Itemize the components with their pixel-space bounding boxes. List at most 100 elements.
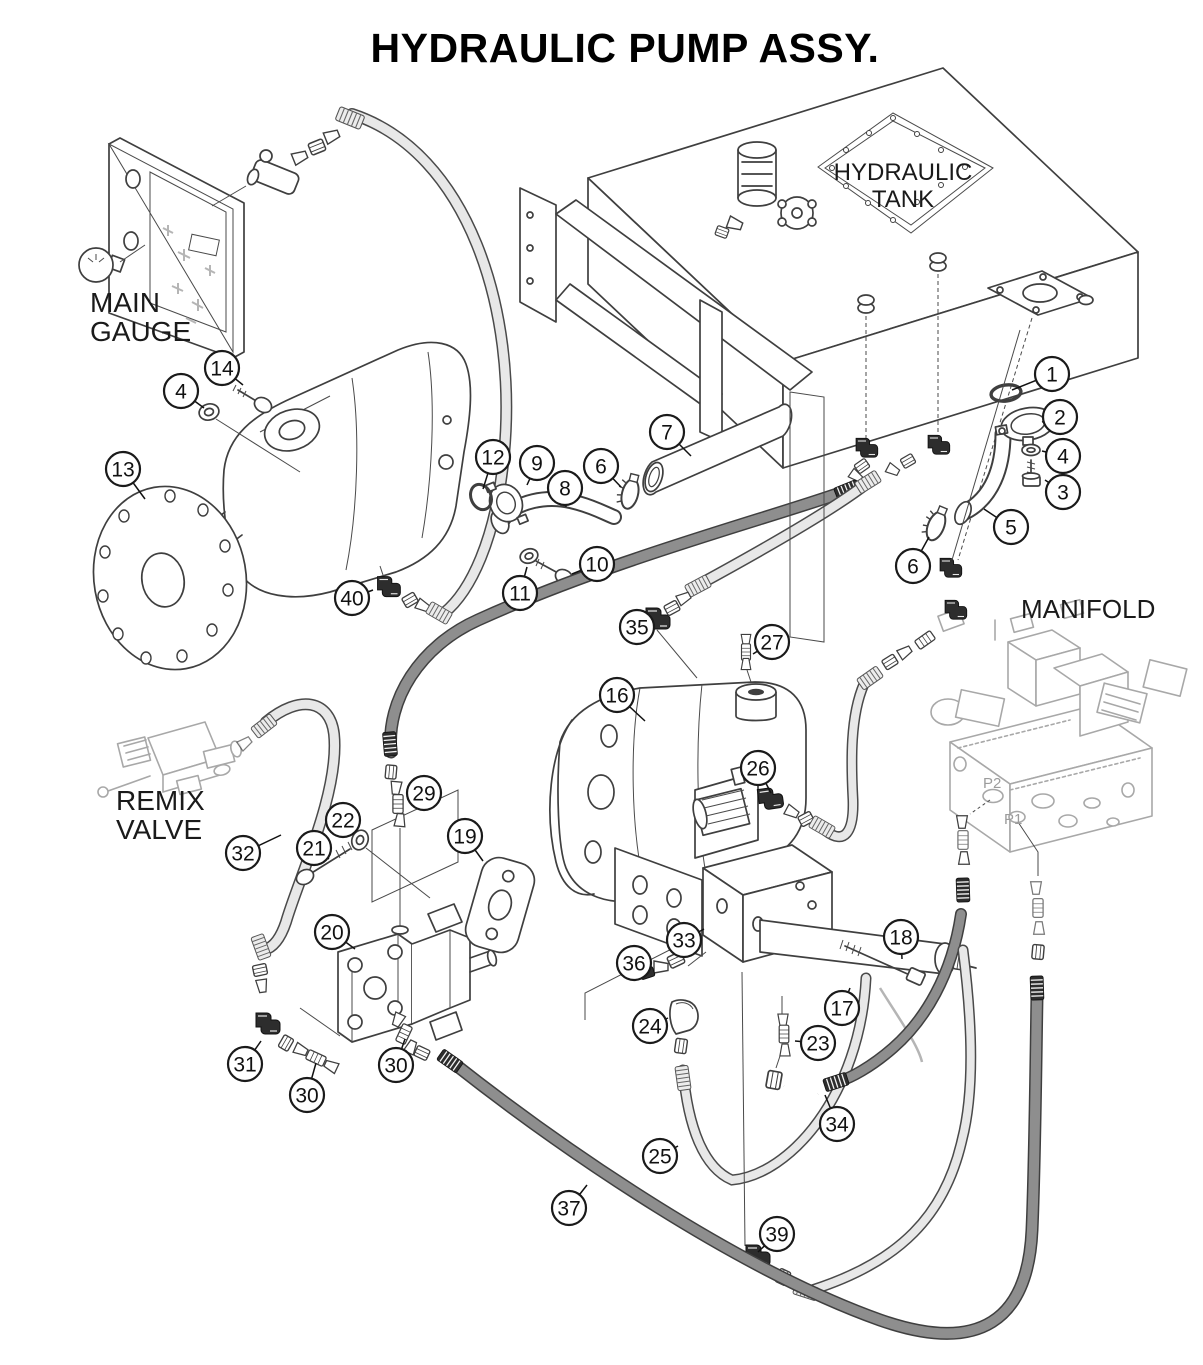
svg-text:39: 39 xyxy=(765,1223,788,1246)
fitting-29 xyxy=(384,764,407,860)
callout-19: 19 xyxy=(446,817,484,862)
gauge-icon xyxy=(78,244,146,283)
svg-text:33: 33 xyxy=(672,929,695,952)
callout-10: 10 xyxy=(571,545,616,583)
hose-39 xyxy=(741,944,977,1302)
tank-port-elbow-left xyxy=(855,437,879,458)
label-remix: REMIX xyxy=(116,785,205,816)
callout-39: 39 xyxy=(757,1215,796,1253)
svg-text:27: 27 xyxy=(760,631,783,654)
svg-text:29: 29 xyxy=(412,782,435,805)
callout-29: 29 xyxy=(405,774,443,812)
labels-layer: MAINGAUGEHYDRAULICTANKMANIFOLDREMIXVALVE… xyxy=(90,159,1155,845)
callout-2: 2 xyxy=(1041,398,1079,436)
bolt-14 xyxy=(232,384,273,414)
svg-text:21: 21 xyxy=(302,837,325,860)
svg-text:18: 18 xyxy=(889,926,912,949)
o-ring-12 xyxy=(469,482,493,512)
callout-6: 6 xyxy=(582,447,622,488)
label-gauge: GAUGE xyxy=(90,316,191,347)
callout-36: 36 xyxy=(615,944,653,982)
callout-14: 14 xyxy=(203,349,244,387)
svg-text:6: 6 xyxy=(595,455,607,478)
hydraulic-tank xyxy=(519,67,1139,561)
tank-bracket xyxy=(519,187,813,443)
callout-4: 4 xyxy=(162,372,205,410)
svg-text:30: 30 xyxy=(384,1054,407,1077)
main-gauge-panel xyxy=(78,127,342,359)
p1-fitting-stack xyxy=(1029,881,1046,961)
remix-valve xyxy=(97,721,254,798)
bolt-18 xyxy=(839,939,926,986)
bolt-3 xyxy=(1021,459,1041,487)
elbow-24 xyxy=(669,999,699,1055)
washer-4-left xyxy=(198,403,220,421)
svg-text:26: 26 xyxy=(746,757,769,780)
label-main: MAIN xyxy=(90,287,160,318)
callout-26: 26 xyxy=(739,749,777,794)
callout-5: 5 xyxy=(983,508,1030,546)
svg-text:23: 23 xyxy=(806,1032,829,1055)
pump-16 xyxy=(549,681,837,957)
p2-fitting-stack xyxy=(955,815,971,903)
breather-icon xyxy=(714,141,817,240)
svg-text:14: 14 xyxy=(210,357,234,380)
washer-11 xyxy=(519,547,539,565)
plug-27 xyxy=(740,633,754,689)
callout-1: 1 xyxy=(1011,355,1071,393)
svg-text:5: 5 xyxy=(1005,516,1017,539)
hose-25 xyxy=(674,972,872,1186)
svg-text:40: 40 xyxy=(340,587,363,610)
svg-text:7: 7 xyxy=(661,421,673,444)
washer-22 xyxy=(350,829,431,899)
svg-text:22: 22 xyxy=(331,809,354,832)
callout-30: 30 xyxy=(288,1062,326,1114)
gauge-hose xyxy=(334,105,513,619)
gauge-valve-fittings xyxy=(211,127,342,207)
callout-27: 27 xyxy=(752,623,791,661)
callout-23: 23 xyxy=(794,1024,837,1062)
callout-24: 24 xyxy=(631,1007,669,1045)
clamp-6-left xyxy=(613,470,644,512)
callout-9: 9 xyxy=(518,444,556,486)
panel-glyphs xyxy=(162,225,216,324)
svg-text:4: 4 xyxy=(175,380,187,403)
svg-text:16: 16 xyxy=(605,684,628,707)
label-manifold: MANIFOLD xyxy=(1021,594,1155,624)
main-pump xyxy=(92,341,472,671)
svg-text:36: 36 xyxy=(622,952,645,975)
svg-text:24: 24 xyxy=(638,1015,662,1038)
callout-34: 34 xyxy=(818,1094,856,1143)
o-ring-1 xyxy=(989,383,1023,403)
callout-6: 6 xyxy=(894,536,932,585)
svg-text:2: 2 xyxy=(1054,406,1066,429)
reference-panel-c xyxy=(584,932,704,1020)
pump-mount-disc xyxy=(92,485,248,671)
hose-p2-to-34 xyxy=(821,908,967,1093)
manifold xyxy=(930,598,1188,876)
callout-22: 22 xyxy=(324,801,362,839)
svg-text:25: 25 xyxy=(648,1145,671,1168)
label-p2: P2 xyxy=(983,775,1001,792)
washer-4-right xyxy=(1021,443,1041,457)
callout-4: 4 xyxy=(1041,437,1082,475)
callout-17: 17 xyxy=(823,987,861,1027)
svg-text:12: 12 xyxy=(481,446,504,469)
elbow-34 xyxy=(764,1069,819,1099)
label-valve: VALVE xyxy=(116,814,202,845)
elbow-8-assembly xyxy=(469,403,793,586)
callout-18: 18 xyxy=(882,918,920,960)
suction-tube-7 xyxy=(642,403,793,496)
callout-13: 13 xyxy=(104,450,146,500)
return-chain xyxy=(820,329,1021,843)
label-p1: P1 xyxy=(1004,811,1022,828)
tank-elbow-assembly xyxy=(847,383,1062,544)
callout-30: 30 xyxy=(377,1038,415,1084)
gasket-19 xyxy=(464,856,536,954)
svg-text:1: 1 xyxy=(1046,363,1058,386)
svg-text:10: 10 xyxy=(585,553,608,576)
callout-12: 12 xyxy=(474,438,512,490)
svg-text:31: 31 xyxy=(233,1053,256,1076)
